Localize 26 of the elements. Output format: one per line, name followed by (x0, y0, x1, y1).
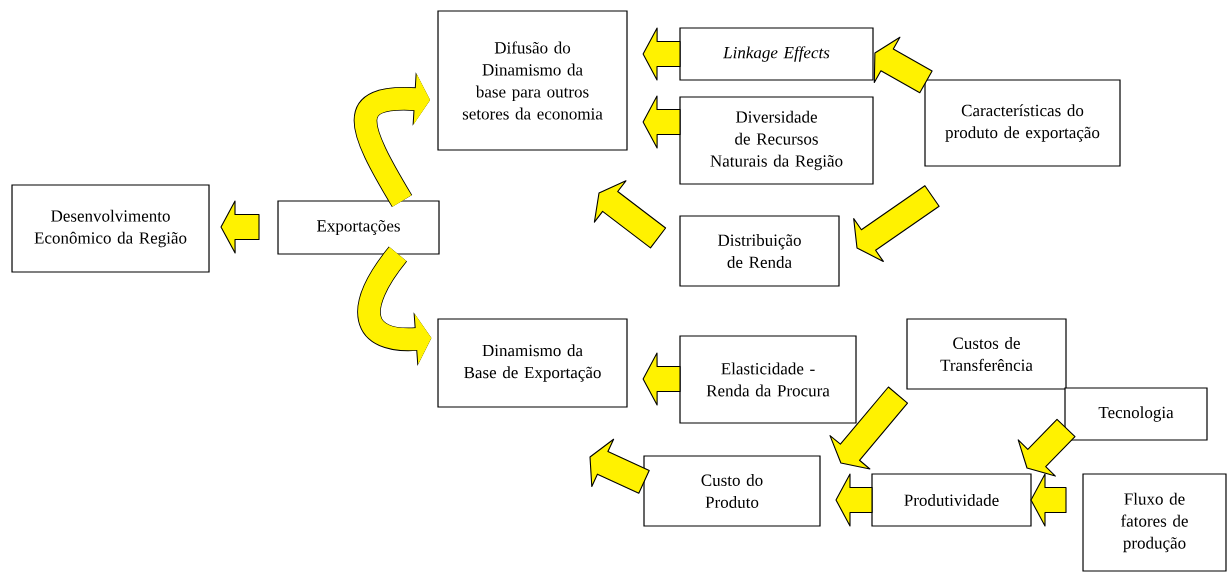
text-box: Características do produto de exportação (924, 79, 1121, 167)
text-box: Produtividade (871, 473, 1032, 527)
text-box: Custos de Transferência (906, 318, 1067, 390)
block-arrow (593, 180, 667, 249)
text-box: Diversidade de Recursos Naturais da Região (679, 96, 874, 185)
text-box: Linkage Effects (679, 27, 874, 81)
text-box: Desenvolvimento Econômico da Região (11, 184, 210, 273)
text-box: Elasticidade - Renda da Procura (679, 335, 857, 424)
block-arrow (829, 386, 909, 470)
block-arrow (853, 185, 940, 262)
block-arrow (220, 200, 260, 254)
block-arrow (642, 352, 681, 406)
text-box: Exportações (277, 200, 440, 255)
block-arrow (873, 36, 933, 94)
block-arrow (1017, 418, 1076, 477)
block-arrow (589, 438, 650, 494)
text-box: Dinamismo da Base de Exportação (437, 318, 628, 408)
text-box: Custo do Produto (643, 455, 821, 527)
text-box: Tecnologia (1064, 387, 1208, 441)
text-box: Distribuição de Renda (679, 215, 840, 287)
text-box: Difusão do Dinamismo da base para outros setores da economia (437, 10, 628, 151)
block-arrow (642, 27, 681, 81)
block-arrow (642, 95, 681, 149)
block-arrow (1030, 473, 1067, 527)
block-arrow (835, 473, 873, 527)
text-box: Fluxo de fatores de produção (1082, 473, 1227, 572)
